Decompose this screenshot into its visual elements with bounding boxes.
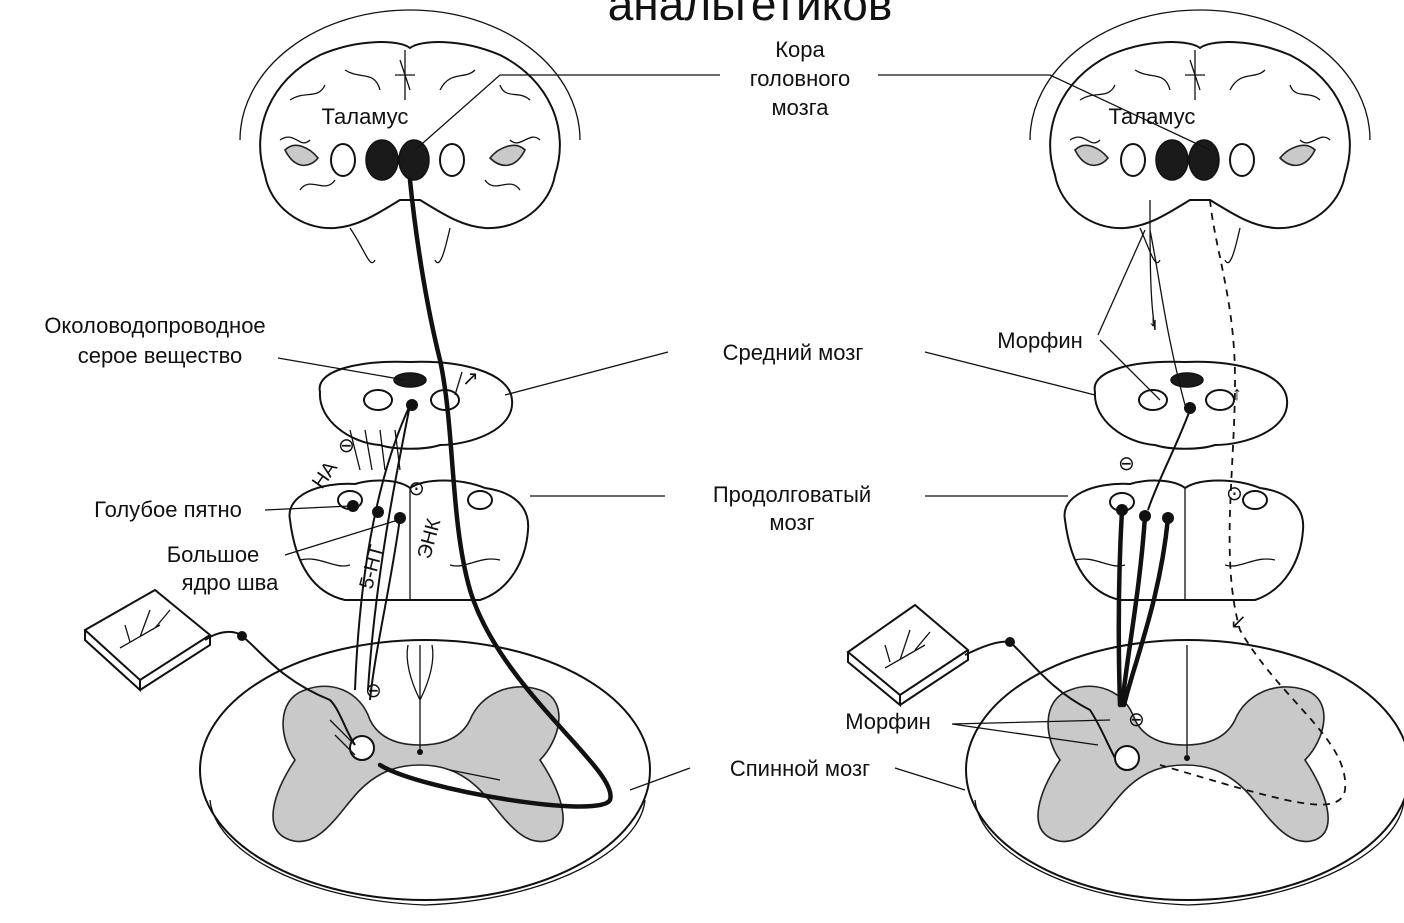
right-down-arrow: ↓ [1148, 309, 1158, 331]
pag-label-line2: серое вещество [78, 343, 243, 368]
right-figure: Таламус [848, 10, 1404, 905]
right-midbrain [1095, 362, 1288, 449]
right-inhibit-a: ⊖ [1118, 453, 1135, 475]
right-descending-tract-a [1119, 510, 1122, 705]
cortex-label-line1: Кора [775, 37, 825, 62]
locus-label: Голубое пятно [94, 497, 242, 522]
midbrain-label: Средний мозг [723, 340, 864, 365]
right-brain-section [1050, 42, 1350, 263]
left-thalamus-nucleus-b [399, 140, 429, 180]
left-figure: Таламус [85, 10, 650, 905]
left-ha-inhibit: ⊖ [338, 435, 355, 457]
right-dashed-arrow: ↙ [1230, 611, 1247, 633]
right-midbrain-arrow: ↑ [1232, 383, 1242, 405]
left-dorsal-inhibit: ⊖ [365, 680, 382, 702]
right-thalamus-label: Таламус [1109, 104, 1196, 129]
cortex-label-line2: головного [750, 66, 850, 91]
cortex-label-line3: мозга [772, 95, 830, 120]
spinal-label: Спинной мозг [730, 756, 870, 781]
right-enk-marker: ⊙ [1226, 483, 1243, 505]
right-medulla [1065, 481, 1304, 601]
morphine-bottom-label: Морфин [845, 709, 931, 734]
left-5ht-label: 5-НТ [356, 543, 389, 592]
left-enk-marker: ⊙ [408, 478, 425, 500]
raphe-label-line1: Большое [167, 542, 260, 567]
right-inhibit-b: ⊖ [1128, 709, 1145, 731]
left-spinal-outline [200, 640, 650, 900]
left-thalamus-nucleus-a [366, 140, 398, 180]
raphe-label-line2: ядро шва [182, 570, 279, 595]
title-text: анальгетиков [608, 0, 893, 30]
left-spinal-cord [200, 640, 650, 905]
medulla-label-line1: Продолговатый [713, 482, 871, 507]
medulla-label-line2: мозг [769, 510, 814, 535]
left-thalamus-label: Таламус [322, 104, 409, 129]
left-gray-matter [273, 686, 563, 841]
left-ha-label: НА [308, 457, 342, 493]
right-labels: Морфин [997, 230, 1160, 400]
pag-label-line1: Околоводопроводное [44, 313, 265, 338]
morphine-top-label: Морфин [997, 328, 1083, 353]
locus-leader-line [265, 506, 350, 510]
left-enk-label: ЭНК [414, 516, 446, 561]
left-midbrain-arrow: ↗ [462, 368, 479, 390]
